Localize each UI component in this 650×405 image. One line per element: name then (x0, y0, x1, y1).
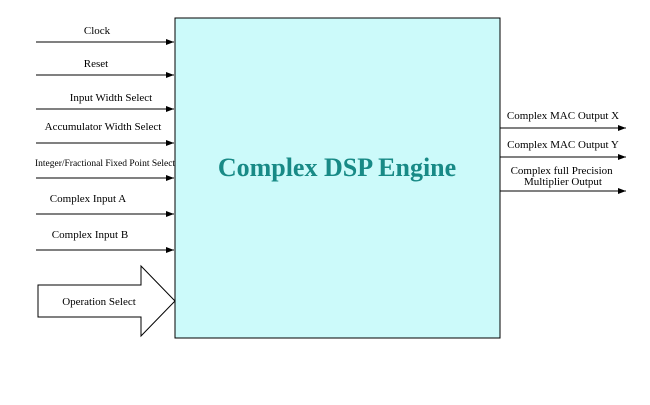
input-label: Complex Input B (52, 229, 128, 241)
input-label: Accumulator Width Select (45, 121, 162, 133)
input-signal-reset: Reset (36, 58, 174, 78)
input-signal-complex-input-a: Complex Input A (36, 193, 174, 217)
output-label-line: Complex full Precision (511, 165, 614, 177)
bus-input-label: Operation Select (62, 296, 136, 308)
dsp-engine-title: Complex DSP Engine (218, 153, 456, 182)
input-signal-input-width-select: Input Width Select (36, 92, 174, 112)
input-label: Complex Input A (50, 193, 126, 205)
output-signal-full-precision-multiplier: Complex full Precision Multiplier Output (500, 165, 626, 194)
output-label-line: Complex MAC Output Y (507, 139, 619, 151)
input-label: Clock (84, 25, 111, 37)
input-label: Input Width Select (70, 92, 152, 104)
input-label: Reset (84, 58, 108, 70)
input-signal-integer-fractional-select: Integer/Fractional Fixed Point Select (35, 159, 175, 181)
input-signal-clock: Clock (36, 25, 174, 45)
block-arrow-shape (37, 264, 176, 338)
output-label: Complex MAC Output X (507, 110, 619, 122)
output-label: Complex MAC Output Y (507, 139, 619, 151)
input-label: Integer/Fractional Fixed Point Select (35, 159, 175, 169)
output-label: Complex full Precision Multiplier Output (511, 165, 616, 188)
output-signal-mac-output-y: Complex MAC Output Y (500, 139, 626, 160)
input-signal-complex-input-b: Complex Input B (36, 229, 174, 253)
input-signal-accumulator-width-select: Accumulator Width Select (36, 121, 174, 146)
output-label-line: Complex MAC Output X (507, 110, 619, 122)
output-signal-mac-output-x: Complex MAC Output X (500, 110, 626, 131)
output-label-line: Multiplier Output (524, 176, 602, 188)
bus-input-operation-select: Operation Select (37, 264, 176, 338)
dsp-engine-block (174, 17, 501, 339)
